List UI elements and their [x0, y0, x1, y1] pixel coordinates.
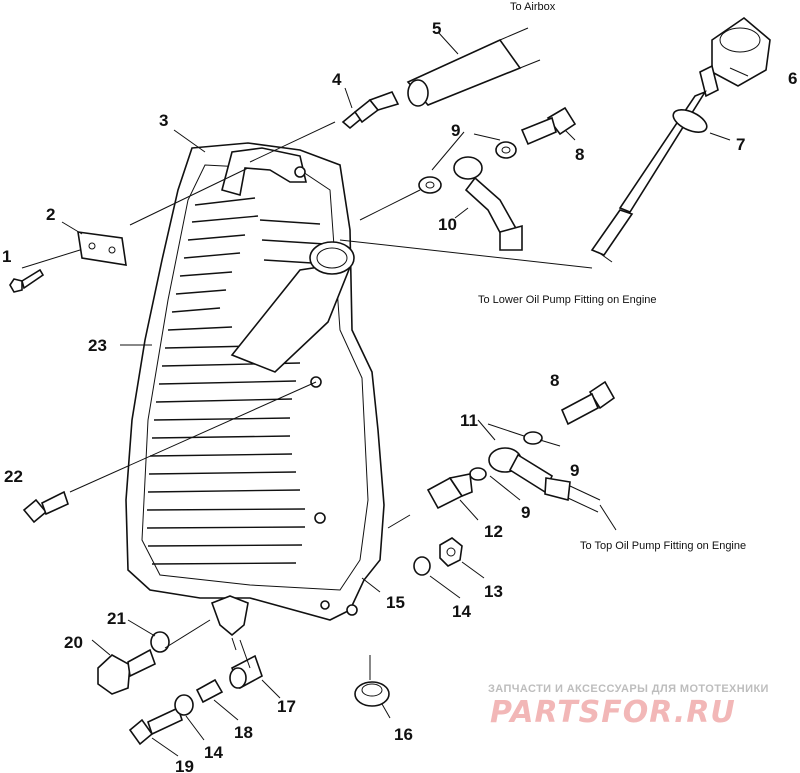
callout-5: 5: [432, 19, 441, 38]
callout-11: 11: [460, 411, 478, 430]
callout-21: 21: [107, 609, 126, 628]
callout-12: 12: [484, 522, 503, 541]
oil-tank: [125, 142, 385, 637]
watermark: ЗАПЧАСТИ И АКСЕССУАРЫ ДЛЯ МОТОТЕХНИКИ PA…: [488, 683, 769, 730]
watermark-caption: ЗАПЧАСТИ И АКСЕССУАРЫ ДЛЯ МОТОТЕХНИКИ: [488, 683, 769, 695]
washer-part-14-b: [174, 694, 194, 716]
callout-22: 22: [4, 467, 23, 486]
callout-9-mid: 9: [521, 503, 530, 522]
bolt-part-22: [22, 490, 69, 524]
fitting-part-4: [341, 91, 400, 130]
callout-23: 23: [88, 336, 107, 355]
bolt-part-19: [128, 706, 183, 746]
bracket-part-2: [77, 231, 127, 266]
callout-8-lower: 8: [550, 371, 559, 390]
callout-4: 4: [332, 70, 342, 89]
callout-3: 3: [159, 111, 168, 130]
callout-19: 19: [175, 757, 194, 773]
watermark-logo: PARTSFOR.RU: [490, 695, 736, 730]
nut-part-13: [439, 537, 463, 567]
callout-8-upper: 8: [575, 145, 584, 164]
vent-hose-part-5: [406, 27, 541, 107]
callout-13: 13: [484, 582, 503, 601]
callout-18: 18: [234, 723, 253, 742]
sensor-part-12: [426, 473, 473, 510]
washer-part-14-a: [413, 556, 431, 576]
callout-16: 16: [394, 725, 413, 744]
callout-9-upper: 9: [451, 121, 460, 140]
note-top-oil-pump: To Top Oil Pump Fitting on Engine: [580, 540, 746, 552]
callout-10: 10: [438, 215, 457, 234]
drain-bolt-part-20: [97, 648, 156, 695]
o-ring-part-7: [672, 109, 708, 133]
spacer-part-17: [229, 654, 263, 690]
washer-part-21: [150, 631, 170, 653]
callout-numbers: 1 2 3 4 5 6 7 8 9 10 8 11 9 9 12 13 14 1…: [2, 19, 797, 773]
callout-7: 7: [736, 135, 745, 154]
callout-6: 6: [788, 69, 797, 88]
callout-14-mid: 14: [452, 602, 471, 621]
washer-part-9-d: [469, 467, 487, 481]
bolt-part-8-lower: [560, 380, 616, 426]
callout-1: 1: [2, 247, 11, 266]
banjo-fitting-part-11: [488, 447, 601, 513]
washer-part-9-c: [523, 431, 543, 445]
callout-2: 2: [46, 205, 55, 224]
leader-lines: [21, 31, 749, 757]
dipstick-cap-part-6: [590, 16, 771, 256]
callout-14-lower: 14: [204, 743, 223, 762]
callout-20: 20: [64, 633, 83, 652]
note-to-airbox: To Airbox: [510, 1, 556, 13]
banjo-fitting-part-10: [453, 156, 523, 251]
filler-neck: [230, 241, 355, 373]
washer-part-9-b: [495, 141, 517, 159]
note-lower-oil-pump: To Lower Oil Pump Fitting on Engine: [478, 294, 657, 306]
washer-part-9-a: [418, 176, 442, 194]
bolt-part-8-upper: [520, 106, 577, 146]
tank-ribs: [146, 197, 333, 565]
screw-part-1: [9, 268, 45, 293]
callout-15: 15: [386, 593, 405, 612]
callout-17: 17: [277, 697, 296, 716]
pin-part-18: [195, 678, 224, 704]
grommet-part-16: [354, 681, 390, 707]
callout-9-right: 9: [570, 461, 579, 480]
